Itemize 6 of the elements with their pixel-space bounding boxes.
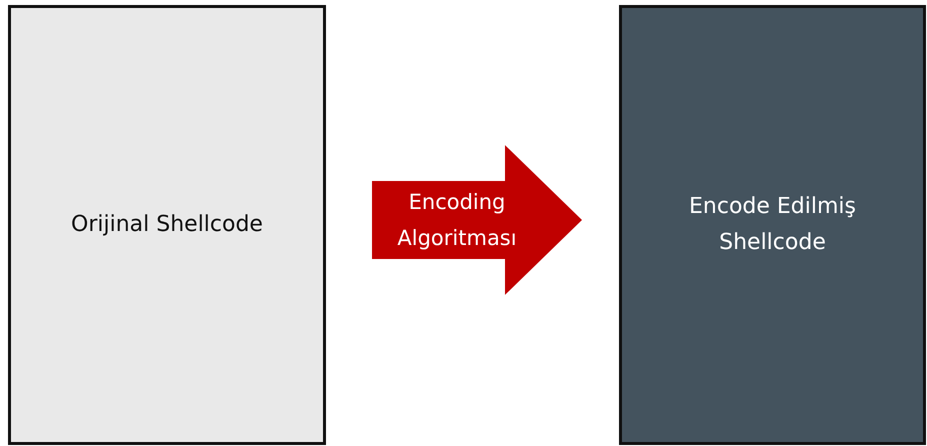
block-arrow xyxy=(372,145,582,295)
box-label: Orijinal Shellcode xyxy=(71,211,263,239)
output-box xyxy=(619,5,926,445)
edge-label: Encoding Algoritması xyxy=(396,189,518,252)
box-label: Encode Edilmiş Shellcode xyxy=(688,193,857,257)
input-box xyxy=(8,5,326,445)
